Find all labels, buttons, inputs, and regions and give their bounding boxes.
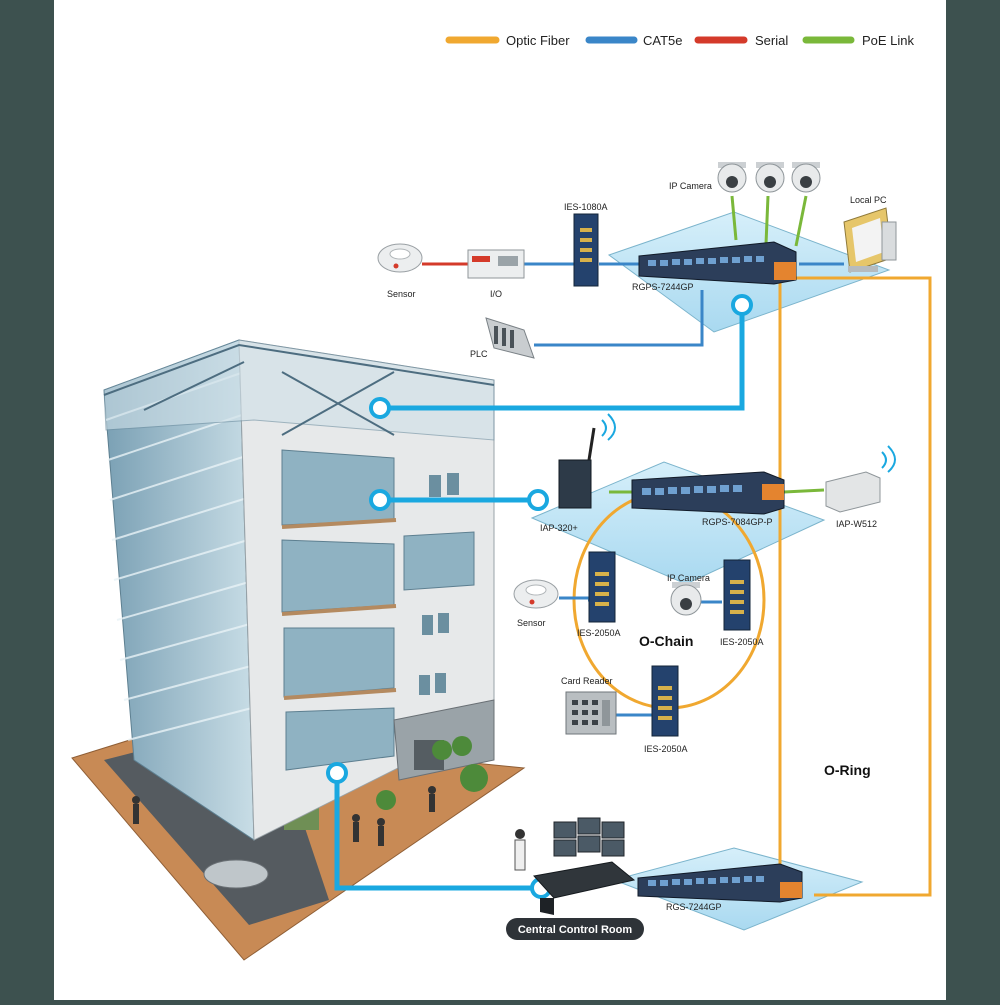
platform-middle xyxy=(530,461,826,585)
network-diagram: Optic Fiber CAT5e Serial PoE Link xyxy=(71,33,932,961)
label-card-reader: Card Reader xyxy=(561,676,613,686)
switch-ies2050a-bottom-icon xyxy=(651,665,679,737)
legend-label-poe-link: PoE Link xyxy=(862,33,915,48)
poe-links xyxy=(609,195,825,494)
sensor-icon-top xyxy=(377,243,423,273)
label-sensor-top: Sensor xyxy=(387,289,416,299)
label-iapw512: IAP-W512 xyxy=(836,519,877,529)
legend: Optic Fiber CAT5e Serial PoE Link xyxy=(445,33,915,48)
label-ies2050a-right: IES-2050A xyxy=(720,637,764,647)
label-rgs7244gp: RGS-7244GP xyxy=(666,902,722,912)
legend-item-optic-fiber: Optic Fiber xyxy=(445,33,570,48)
label-ies2050a-bottom: IES-2050A xyxy=(644,744,688,754)
label-plc: PLC xyxy=(470,349,488,359)
switch-rgps7084-icon xyxy=(631,471,785,515)
label-local-pc: Local PC xyxy=(850,195,887,205)
access-point-iap320-icon xyxy=(558,413,616,509)
label-rgps7244gp: RGPS-7244GP xyxy=(632,282,694,292)
label-control-room: Central Control Room xyxy=(518,924,632,936)
oring-fiber-links xyxy=(778,266,932,897)
switch-ies2050a-left-icon xyxy=(588,551,616,623)
legend-item-poe-link: PoE Link xyxy=(802,33,915,48)
label-ies1080a: IES-1080A xyxy=(564,202,608,212)
label-sensor-middle: Sensor xyxy=(517,618,546,628)
legend-label-serial: Serial xyxy=(755,33,788,48)
switch-ies2050a-right-icon xyxy=(723,559,751,631)
diagram-canvas: Optic Fiber CAT5e Serial PoE Link xyxy=(54,0,946,1000)
legend-item-serial: Serial xyxy=(694,33,788,48)
label-iap320: IAP-320+ xyxy=(540,523,578,533)
label-ip-camera-top: IP Camera xyxy=(669,181,712,191)
label-ip-camera-middle: IP Camera xyxy=(667,573,710,583)
label-io: I/O xyxy=(490,289,502,299)
switch-rgs7244gp-icon xyxy=(637,863,803,903)
building-links xyxy=(334,305,745,891)
ip-camera-icon-middle xyxy=(670,582,702,616)
sensor-icon-middle xyxy=(513,579,559,609)
label-oring: O-Ring xyxy=(824,762,871,778)
cat5e-links xyxy=(524,262,844,717)
card-reader-icon xyxy=(565,691,617,735)
building xyxy=(71,339,526,961)
switch-ies1080a-icon xyxy=(573,213,599,287)
label-rgps7084: RGPS-7084GP-P xyxy=(702,517,773,527)
label-ies2050a-left: IES-2050A xyxy=(577,628,621,638)
io-module-icon xyxy=(467,249,525,279)
control-room-icon xyxy=(514,817,636,915)
legend-label-optic-fiber: Optic Fiber xyxy=(506,33,570,48)
legend-item-cat5e: CAT5e xyxy=(585,33,683,48)
switch-rgps7244gp-icon xyxy=(638,241,797,285)
local-pc-icon xyxy=(843,207,897,273)
control-room-badge xyxy=(506,918,644,940)
label-ochain: O-Chain xyxy=(639,633,693,649)
access-point-iapw512-icon xyxy=(825,445,896,513)
plc-icon xyxy=(485,317,535,359)
ip-camera-icon xyxy=(717,162,821,193)
legend-label-cat5e: CAT5e xyxy=(643,33,683,48)
